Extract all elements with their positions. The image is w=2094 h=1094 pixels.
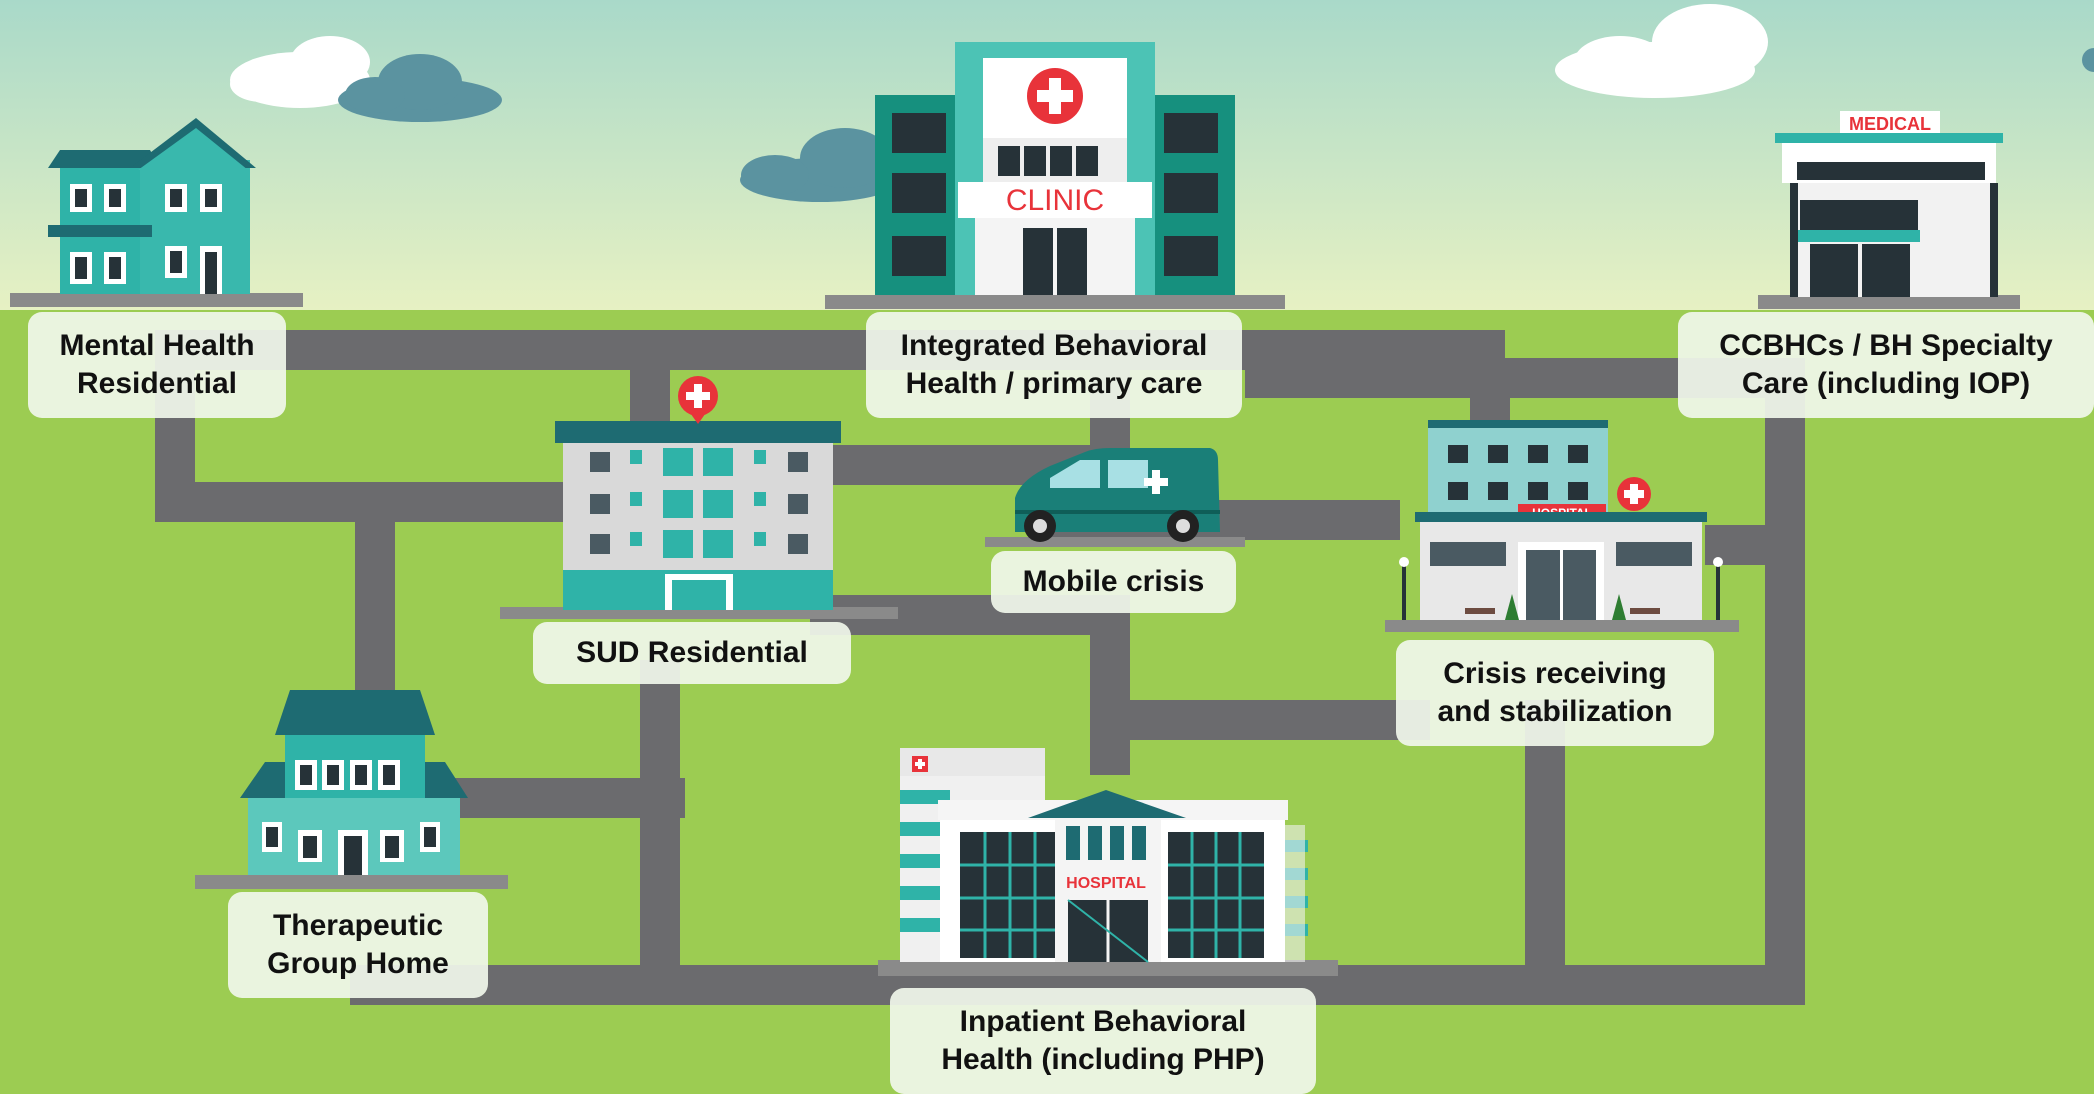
mental-health-residential-building — [10, 118, 303, 307]
cloud-icon — [230, 36, 370, 108]
label-mobile-crisis: Mobile crisis — [991, 551, 1236, 613]
cloud-icon — [2082, 48, 2094, 72]
mobile-crisis-van — [985, 448, 1245, 547]
clinic-sign: CLINIC — [1006, 184, 1104, 217]
cloud-icon — [338, 54, 502, 122]
hospital-sign-large: HOSPITAL — [1066, 875, 1146, 892]
medical-building: MEDICAL — [1758, 111, 2020, 309]
cloud-icon — [1555, 4, 1768, 98]
inpatient-hospital-building: HOSPITAL — [878, 748, 1338, 976]
cloud-icon — [740, 128, 900, 202]
clinic-building: CLINIC — [825, 42, 1285, 309]
therapeutic-group-home-building — [195, 690, 508, 889]
label-sud-residential: SUD Residential — [533, 622, 851, 684]
sud-residential-building — [500, 376, 898, 619]
crisis-receiving-building: HOSPITAL — [1385, 420, 1739, 632]
medical-sign: MEDICAL — [1849, 114, 1931, 134]
